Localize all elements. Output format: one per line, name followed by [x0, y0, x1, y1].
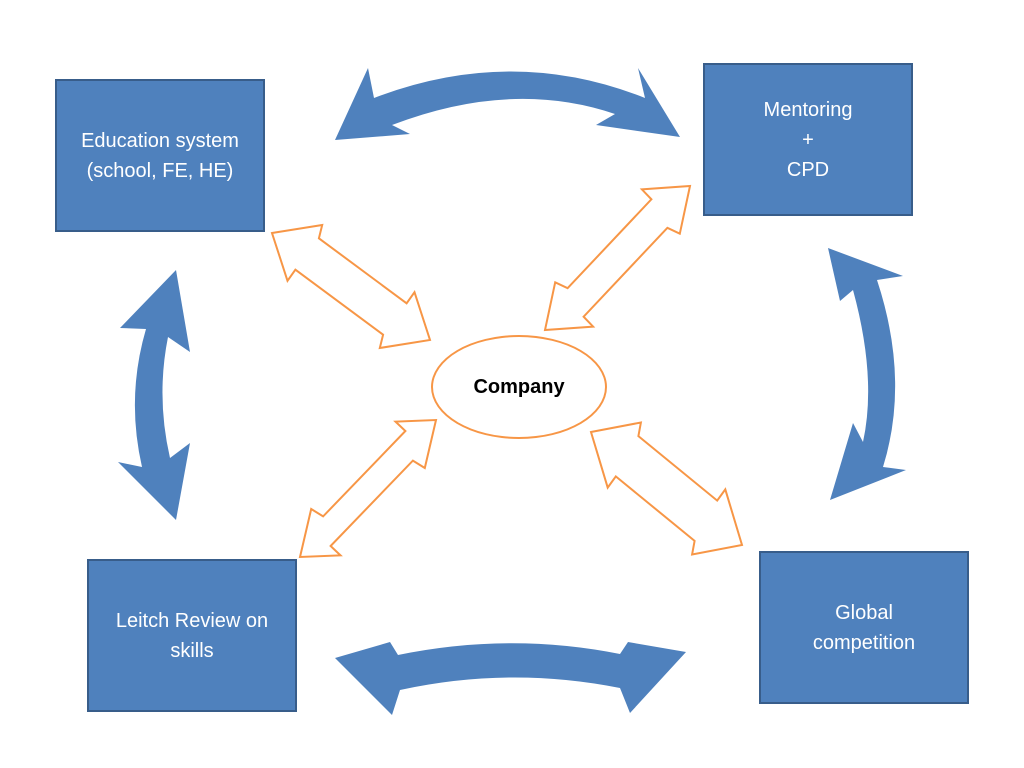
box-education-text: Education system (school, FE, HE) — [81, 126, 239, 186]
box-global-text: Global competition — [813, 598, 915, 658]
curved-double-arrow-top — [335, 68, 680, 140]
box-mentoring-line: CPD — [786, 158, 830, 181]
curved-double-arrow-bottom — [335, 642, 686, 715]
company-ellipse: Company — [431, 335, 607, 439]
double-arrow-education-company — [270, 223, 432, 350]
box-leitch-line: skills — [170, 639, 214, 662]
box-mentoring-line: + — [802, 128, 814, 151]
double-arrow-leitch-company — [298, 418, 438, 559]
curved-double-arrow-left — [118, 270, 190, 520]
double-arrow-global-company — [589, 421, 744, 556]
curved-double-arrow-right — [828, 248, 906, 500]
box-education-line: (school, FE, HE) — [86, 159, 234, 182]
box-global-line: Global — [835, 601, 893, 624]
box-global-competition: Global competition — [759, 551, 969, 704]
box-leitch-review: Leitch Review on skills — [87, 559, 297, 712]
box-mentoring-cpd: Mentoring + CPD — [703, 63, 913, 216]
box-global-line: competition — [812, 631, 916, 654]
box-leitch-text: Leitch Review on skills — [116, 606, 268, 666]
box-mentoring-line: Mentoring — [763, 98, 853, 121]
box-education-line: Education system — [81, 129, 239, 152]
double-arrow-mentoring-company — [543, 184, 692, 332]
box-leitch-line: Leitch Review on — [115, 609, 269, 632]
company-label: Company — [473, 375, 565, 398]
box-mentoring-text: Mentoring + CPD — [764, 95, 853, 185]
box-education-system: Education system (school, FE, HE) — [55, 79, 265, 232]
